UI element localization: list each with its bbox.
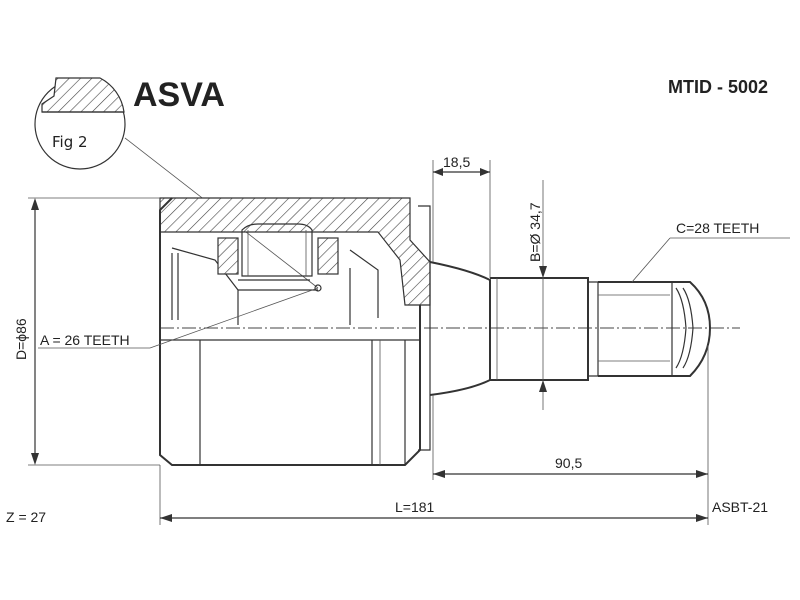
dim-inner-teeth-label: A = 26 TEETH [40,332,130,348]
dim-outer-diameter-label: D=ϕ86 [13,318,29,360]
dim-flange-width [432,160,491,278]
brand-logo: ASVA [133,76,225,114]
fig-callout: Fig 2 [34,77,322,292]
dim-flange-width-label: 18,5 [443,154,470,170]
outer-teeth-leader [631,237,671,283]
dim-outer-teeth-label: C=28 TEETH [676,220,759,236]
dim-outer-diameter [28,197,160,466]
inner-teeth-leader [149,287,319,349]
boot-reference-label: ASBT-21 [712,499,768,515]
dim-total-length [159,465,709,525]
part-number: MTID - 5002 [668,77,768,97]
ball-cage [217,223,339,277]
dim-total-length-label: L=181 [395,499,435,515]
ball-count-label: Z = 27 [6,509,46,525]
dim-stem-length [432,345,709,480]
flange [418,205,431,451]
fig-callout-label: Fig 2 [52,133,88,151]
stem-shaft [429,261,712,396]
outer-race-housing [159,197,431,466]
dim-stem-diameter [539,180,547,410]
dim-stem-diameter-label: B=Ø 34,7 [527,202,543,262]
fig-callout-hatch [41,77,125,113]
dim-stem-length-label: 90,5 [555,455,582,471]
